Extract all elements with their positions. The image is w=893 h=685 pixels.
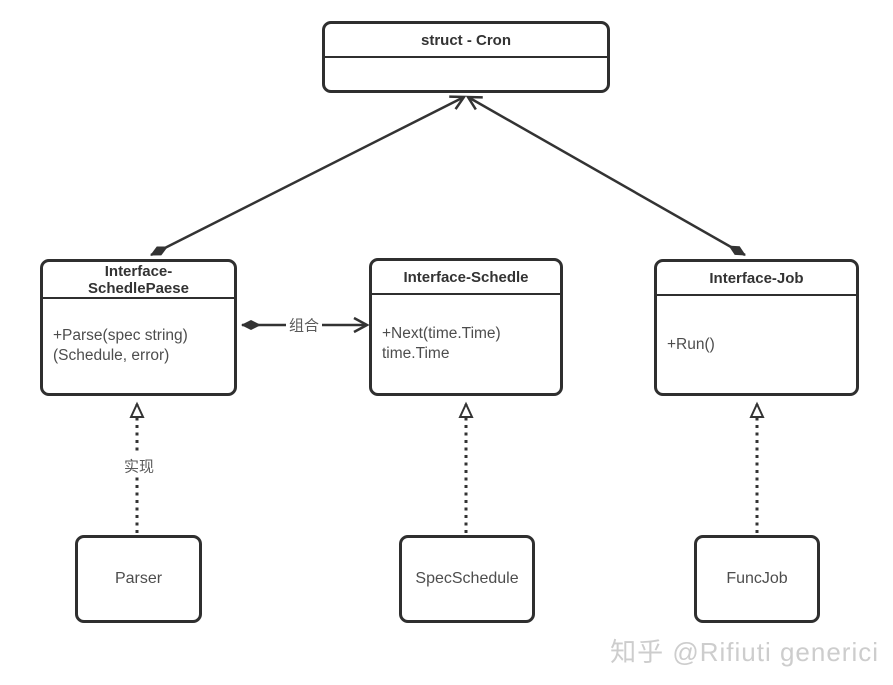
class-methods-interface-schedlepaese: +Parse(spec string) (Schedule, error) bbox=[53, 327, 188, 364]
class-box-interface-schedlepaese: Interface- SchedlePaese +Parse(spec stri… bbox=[40, 259, 237, 396]
watermark: 知乎 @Rifiuti generici bbox=[610, 637, 879, 667]
composition-arrow-schedlepaese-to-cron bbox=[150, 95, 467, 257]
class-title-interface-schedle: Interface-Schedle bbox=[372, 261, 560, 295]
class-title-interface-job: Interface-Job bbox=[657, 262, 856, 296]
class-box-funcjob: FuncJob bbox=[694, 535, 820, 623]
class-title-funcjob: FuncJob bbox=[726, 570, 788, 587]
class-box-interface-job: Interface-Job +Run() bbox=[654, 259, 859, 396]
edge-label-composition: 组合 bbox=[285, 313, 323, 337]
class-box-cron: struct - Cron bbox=[322, 21, 610, 93]
class-box-parser: Parser bbox=[75, 535, 202, 623]
class-title-parser: Parser bbox=[114, 570, 163, 587]
class-body-cron bbox=[325, 58, 607, 90]
class-methods-interface-job: +Run() bbox=[667, 335, 715, 353]
class-title-interface-schedlepaese: Interface- SchedlePaese bbox=[43, 262, 234, 299]
class-box-specschedule: SpecSchedule bbox=[399, 535, 535, 623]
class-methods-interface-schedle: +Next(time.Time) time.Time bbox=[382, 325, 501, 362]
class-box-interface-schedle: Interface-Schedle +Next(time.Time) time.… bbox=[369, 258, 563, 396]
class-title-cron: struct - Cron bbox=[325, 24, 607, 58]
edge-label-realization: 实现 bbox=[120, 454, 158, 478]
composition-arrow-job-to-cron bbox=[465, 95, 746, 257]
class-title-specschedule: SpecSchedule bbox=[415, 570, 519, 587]
